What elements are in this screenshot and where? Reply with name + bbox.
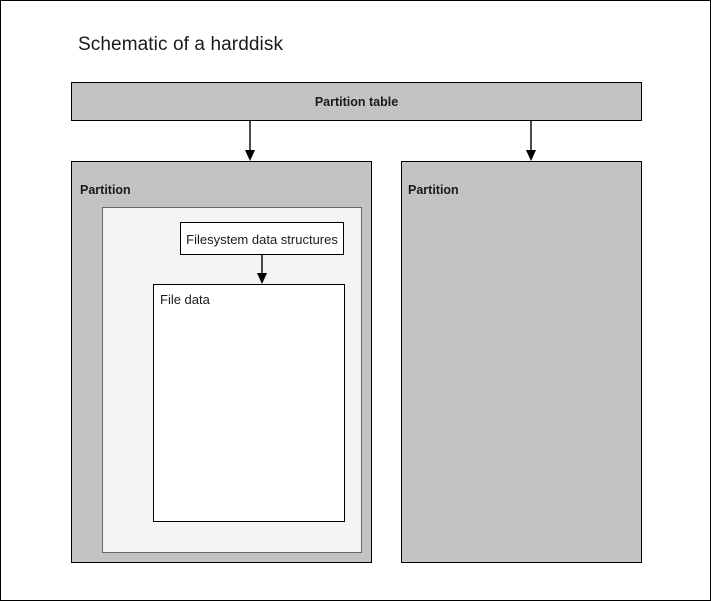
partition-box-2[interactable]: Partition <box>401 161 642 563</box>
partition-1-label: Partition <box>80 183 131 197</box>
partition-2-label: Partition <box>408 183 459 197</box>
page-title: Schematic of a harddisk <box>78 34 284 55</box>
arrow-table-to-partition-1 <box>242 121 258 162</box>
partition-table-label: Partition table <box>314 95 399 109</box>
partition-box-1[interactable]: Partition Filesystem data structures Fil… <box>71 161 372 563</box>
partition-table-box[interactable]: Partition table <box>71 82 642 121</box>
arrow-table-to-partition-2 <box>523 121 539 162</box>
file-data-box[interactable]: File data <box>153 284 345 522</box>
arrow-filesystem-to-file-data <box>254 254 270 285</box>
filesystem-area-1: Filesystem data structures File data <box>102 207 362 553</box>
filesystem-data-structures-label: Filesystem data structures <box>186 232 338 247</box>
file-data-label: File data <box>160 292 210 307</box>
filesystem-data-structures-box[interactable]: Filesystem data structures <box>180 222 344 255</box>
